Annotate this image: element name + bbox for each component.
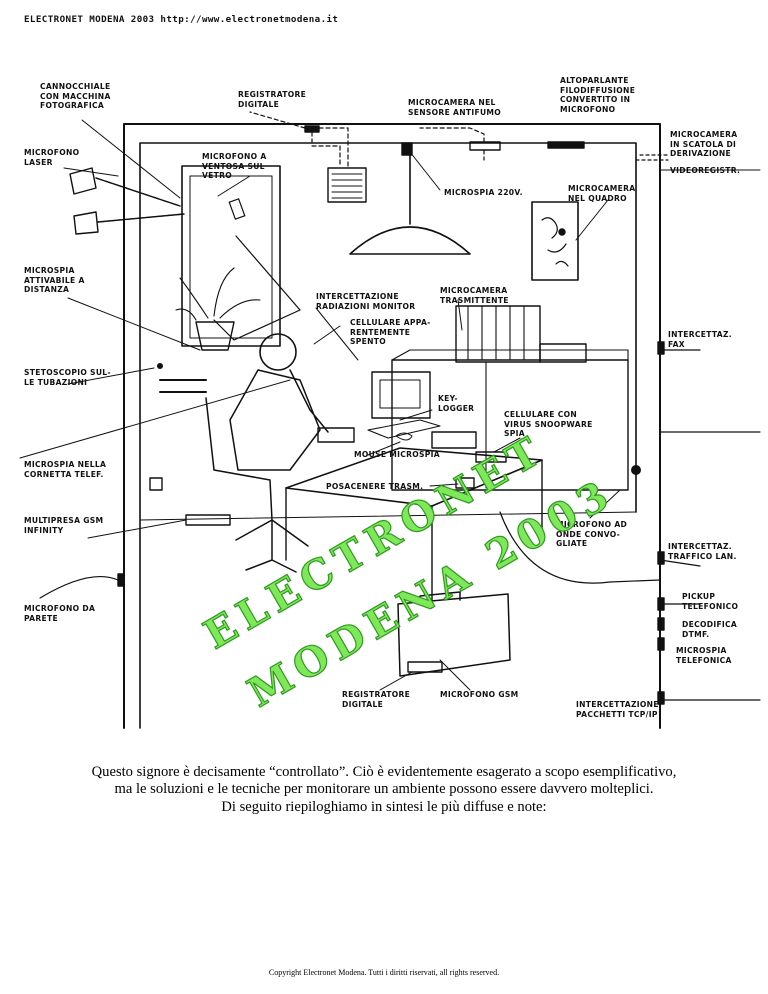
label-microspia-distanza: MICROSPIA ATTIVABILE A DISTANZA	[24, 266, 85, 295]
spy-phone-desk	[475, 451, 507, 463]
label-decodifica: DECODIFICA DTMF.	[682, 620, 738, 639]
person-head	[259, 333, 297, 371]
surveillance-room-illustration	[19, 111, 761, 729]
keyboard	[367, 419, 441, 439]
ceiling-lamp	[349, 149, 471, 255]
briefcase	[397, 591, 511, 677]
wall-socket	[149, 477, 163, 491]
person-body	[229, 369, 329, 471]
label-cannocchiale: CANNOCCHIALE CON MACCHINA FOTOGRAFICA	[40, 82, 111, 111]
label-cellulare-virus: CELLULARE CON VIRUS SNOOPWARE SPIA	[504, 410, 593, 439]
label-microspia-cornetta: MICROSPIA NELLA CORNETTA TELEF.	[24, 460, 107, 479]
radiator-pipe	[159, 379, 207, 393]
room-inner-wall	[139, 142, 637, 729]
label-pickup: PICKUP TELEFONICO	[682, 592, 739, 611]
caption-line-1: Questo signore è decisamente “controllat…	[91, 764, 677, 780]
air-vent	[327, 167, 367, 203]
label-stetoscopio: STETOSCOPIO SUL- LE TUBAZIONI	[24, 368, 111, 387]
wall-painting	[531, 201, 579, 281]
label-intercettazione-tcp: INTERCETTAZIONE PACCHETTI TCP/IP	[576, 700, 659, 719]
label-microfono-laser: MICROFONO LASER	[24, 148, 80, 167]
label-microcamera-derivazione: MICROCAMERA IN SCATOLA DI DERIVAZIONE	[670, 130, 738, 159]
digital-recorder-ceiling	[304, 125, 320, 133]
label-intercettaz-fax: INTERCETTAZ. FAX	[668, 330, 732, 349]
label-videoregistr: VIDEOREGISTR.	[670, 166, 741, 175]
label-registratore-bottom: REGISTRATORE DIGITALE	[342, 690, 411, 709]
keylogger-device	[431, 431, 477, 449]
label-posacenere: POSACENERE TRASM.	[326, 482, 424, 491]
label-keylogger: KEY- LOGGER	[438, 394, 475, 413]
ashtray-transmitter	[455, 477, 475, 489]
gsm-multiplug	[185, 514, 231, 526]
label-intercettazione-radiazioni: INTERCETTAZIONE RADIAZIONI MONITOR	[316, 292, 416, 311]
window	[181, 165, 281, 347]
label-microcamera-quadro: MICROCAMERA NEL QUADRO	[568, 184, 636, 203]
speaker-microphone	[547, 141, 585, 149]
label-microfono-gsm: MICROFONO GSM	[440, 690, 519, 699]
label-registratore-top: REGISTRATORE DIGITALE	[238, 90, 307, 109]
label-mouse-microspia: MOUSE MICROSPIA	[354, 450, 440, 459]
junction-box-camera	[401, 142, 413, 156]
label-microfono-onde: MICROFONO AD ONDE CONVO- GLIATE	[556, 520, 628, 549]
mouse	[395, 432, 413, 441]
label-altoparlante: ALTOPARLANTE FILODIFFUSIONE CONVERTITO I…	[560, 76, 636, 114]
binders-shelf	[455, 305, 541, 363]
computer-monitor	[371, 371, 431, 419]
label-microcamera-trasmittente: MICROCAMERA TRASMITTENTE	[440, 286, 509, 305]
caption-line-2: ma le soluzioni e le tecniche per monito…	[114, 781, 654, 798]
label-multipresa: MULTIPRESA GSM INFINITY	[24, 516, 104, 535]
label-cellulare-spento: CELLULARE APPA- RENTEMENTE SPENTO	[350, 318, 431, 347]
fax-machine	[539, 343, 587, 363]
page-header: ELECTRONET MODENA 2003 http://www.electr…	[24, 14, 339, 25]
caption-line-3: Di seguito riepiloghiamo in sintesi le p…	[221, 798, 547, 815]
label-intercettaz-lan: INTERCETTAZ. TRAFFICO LAN.	[668, 542, 737, 561]
potted-plant	[175, 267, 261, 321]
caption-text: Questo signore è decisamente “controllat…	[0, 764, 768, 816]
label-microspia-telefonica: MICROSPIA TELEFONICA	[676, 646, 732, 665]
label-microcamera-antifumo: MICROCAMERA NEL SENSORE ANTIFUMO	[408, 98, 502, 117]
label-ventosa: MICROFONO A VENTOSA SUL VETRO	[202, 152, 267, 181]
office-chair	[205, 397, 309, 573]
floor-line	[139, 511, 637, 521]
desk-phone	[317, 427, 355, 443]
label-microfono-parete: MICROFONO DA PARETE	[24, 604, 96, 623]
smoke-sensor-camera	[469, 141, 501, 151]
copyright-footer: Copyright Electronet Modena. Tutti i dir…	[268, 968, 500, 977]
label-microspia-220: MICROSPIA 220V.	[444, 188, 523, 197]
